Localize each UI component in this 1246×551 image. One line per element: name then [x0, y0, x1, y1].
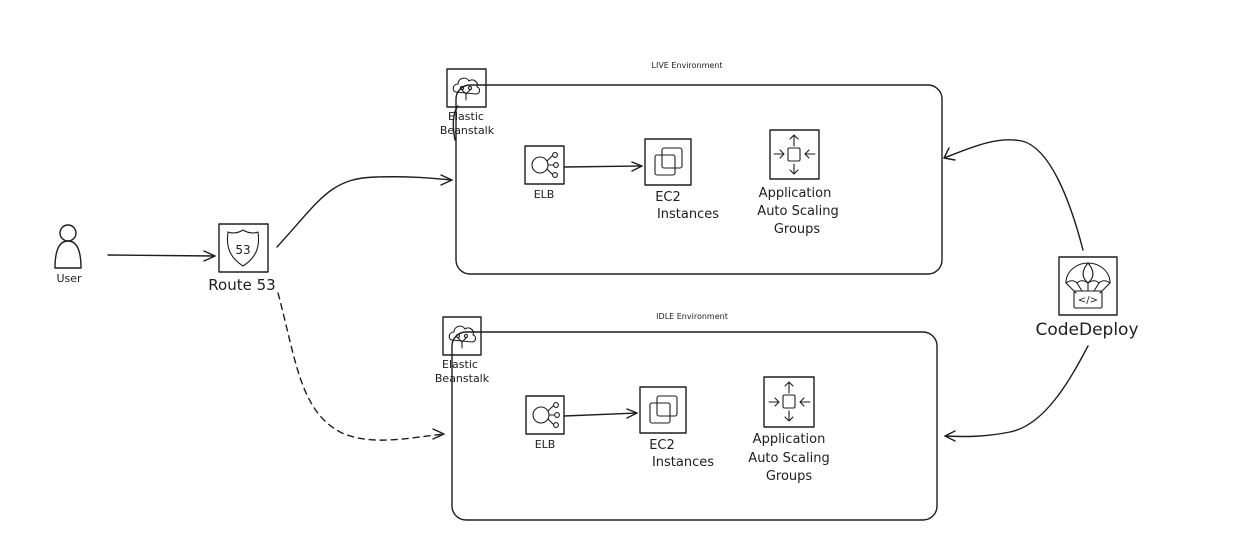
live-beanstalk-line2: Beanstalk — [440, 124, 495, 137]
live-ec2-line2: Instances — [657, 207, 719, 222]
route53-node: 53 Route 53 — [208, 223, 276, 294]
codedeploy-badge: </> — [1078, 295, 1098, 306]
codedeploy-label: CodeDeploy — [1035, 320, 1138, 340]
live-asg-line1: Application — [759, 186, 832, 201]
user-label: User — [56, 272, 82, 285]
codedeploy-node: </> CodeDeploy — [1035, 256, 1139, 340]
idle-asg-line2: Auto Scaling — [748, 451, 829, 466]
arrow-route53-to-idle-dashed — [277, 292, 445, 441]
live-environment-box — [455, 84, 943, 275]
live-beanstalk-icon — [446, 68, 487, 108]
live-asg-line2: Auto Scaling — [757, 204, 838, 219]
live-beanstalk-connector — [452, 105, 459, 141]
arrow-user-to-route53 — [107, 250, 216, 262]
idle-environment-title: IDLE Environment — [656, 312, 728, 321]
idle-asg-node: Application Auto Scaling Groups — [748, 376, 830, 484]
arrow-codedeploy-to-idle — [944, 345, 1089, 442]
user-icon — [54, 224, 82, 269]
live-elb-icon — [524, 145, 565, 185]
idle-beanstalk-node: Elastic Beanstalk — [435, 316, 490, 385]
idle-beanstalk-icon — [442, 316, 482, 356]
idle-asg-line3: Groups — [766, 469, 813, 484]
live-ec2-icon — [644, 138, 692, 186]
live-environment: LIVE Environment — [455, 61, 943, 275]
route53-label: Route 53 — [208, 276, 275, 294]
route53-icon: 53 — [218, 223, 269, 273]
live-asg-node: Application Auto Scaling Groups — [757, 129, 839, 237]
idle-environment-box — [451, 331, 938, 521]
idle-ec2-line2: Instances — [652, 455, 714, 470]
idle-beanstalk-line1: Elastic — [442, 358, 478, 371]
live-elb-label: ELB — [534, 188, 555, 201]
live-environment-title: LIVE Environment — [652, 61, 723, 70]
arrow-codedeploy-to-live — [943, 139, 1084, 251]
idle-asg-line1: Application — [753, 432, 826, 447]
idle-ec2-node: EC2 Instances — [639, 386, 714, 470]
live-asg-line3: Groups — [774, 222, 821, 237]
arrow-idle-elb-to-ec2 — [563, 408, 638, 419]
live-elb-node: ELB — [524, 145, 565, 201]
idle-asg-icon — [763, 376, 815, 428]
arrow-route53-to-live — [276, 174, 453, 248]
connectors — [107, 105, 1089, 442]
route53-badge: 53 — [235, 243, 250, 257]
live-ec2-node: EC2 Instances — [644, 138, 719, 222]
idle-elb-icon — [525, 395, 565, 435]
idle-ec2-icon — [639, 386, 687, 434]
live-beanstalk-line1: Elastic — [448, 110, 484, 123]
idle-beanstalk-line2: Beanstalk — [435, 372, 490, 385]
codedeploy-icon: </> — [1058, 256, 1118, 316]
live-beanstalk-node: Elastic Beanstalk — [440, 68, 495, 137]
idle-elb-node: ELB — [525, 395, 565, 451]
live-ec2-line1: EC2 — [655, 190, 681, 205]
user-node: User — [54, 224, 82, 285]
idle-environment: IDLE Environment — [451, 312, 938, 521]
arrow-live-elb-to-ec2 — [563, 161, 643, 172]
live-asg-icon — [769, 129, 820, 180]
idle-ec2-line1: EC2 — [649, 438, 675, 453]
idle-elb-label: ELB — [535, 438, 556, 451]
